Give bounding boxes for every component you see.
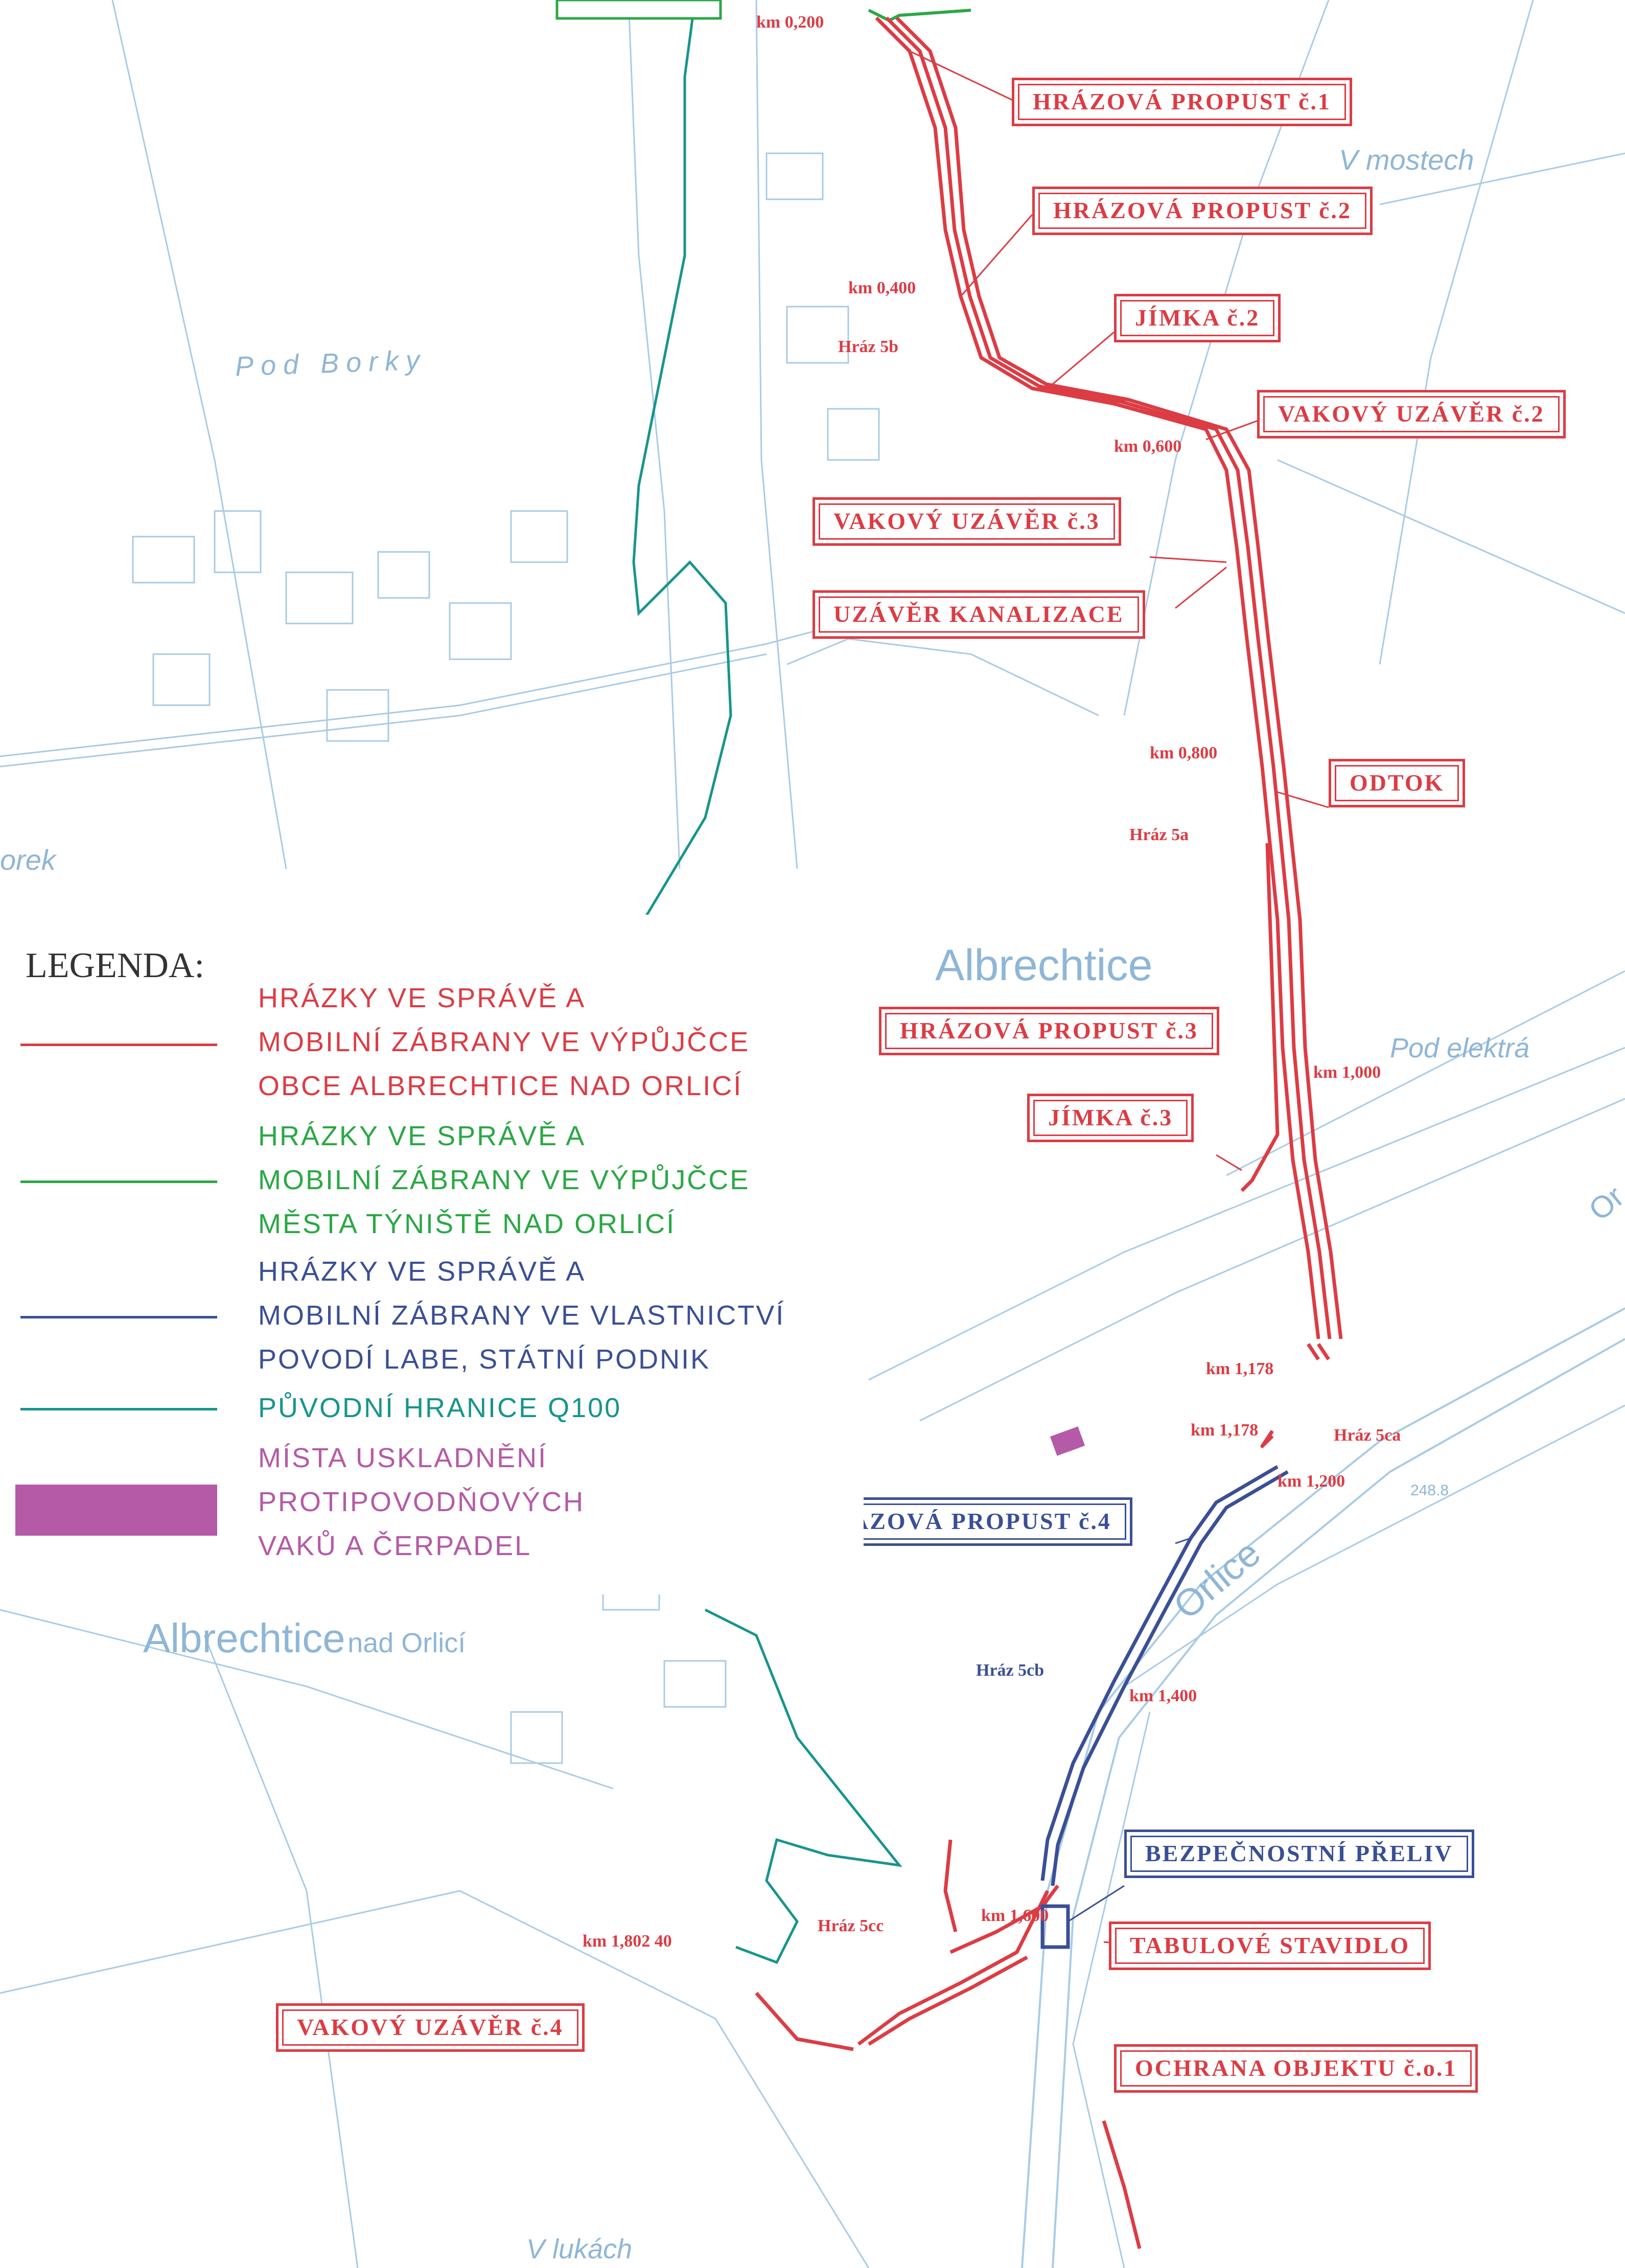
km-marker: km 1,200 — [1278, 1472, 1345, 1491]
legend-teal-text: PŮVODNÍ HRANICE Q100 — [258, 1393, 622, 1423]
km-marker: km 0,200 — [756, 13, 824, 32]
orlice-river — [1021, 1307, 1625, 2268]
place-albrechtice-center: Albrechtice — [935, 941, 1153, 990]
place-pod-borky: Pod Borky — [235, 344, 428, 382]
legend-red-text: HRÁZKY VE SPRÁVĚ A MOBILNÍ ZÁBRANY VE VÝ… — [258, 983, 750, 1101]
label-odtok: ODTOK — [1329, 759, 1466, 807]
km-marker: km 1,400 — [1129, 1686, 1197, 1705]
label-vakovy-uzaver-4: VAKOVÝ UZÁVĚR č.4 — [276, 2003, 585, 2052]
place-v-lukach: V lukách — [526, 2234, 633, 2264]
legend-red-line — [20, 1044, 217, 1046]
place-albrechtice-town: Albrechtice nad Orlicí — [143, 1615, 466, 1661]
label-tabulove-stavidlo: TABULOVÉ STAVIDLO — [1109, 1922, 1431, 1970]
legend-blue-line — [20, 1316, 217, 1318]
km-marker: km 0,400 — [848, 279, 916, 297]
dike-name: Hráz 5b — [838, 337, 899, 356]
green-dike-line — [868, 9, 971, 22]
dike-name: Hráz 5a — [1129, 825, 1189, 844]
km-marker: km 1,000 — [1313, 1063, 1381, 1082]
dike-name: Hráz 5ca — [1334, 1426, 1401, 1445]
km-marker: km 1,802 40 — [583, 1932, 672, 1951]
blue-dike-line — [1040, 1465, 1289, 1949]
km-marker: km 1,600 — [981, 1906, 1049, 1925]
label-vakovy-uzaver-2: VAKOVÝ UZÁVĚR č.2 — [1257, 390, 1566, 438]
label-uzaver-kanalizace: UZÁVĚR KANALIZACE — [813, 590, 1145, 639]
legend-green-text: HRÁZKY VE SPRÁVĚ A MOBILNÍ ZÁBRANY VE VÝ… — [258, 1121, 750, 1239]
label-jimka-3: JÍMKA č.3 — [1027, 1094, 1194, 1142]
label-ochrana-objektu: OCHRANA OBJEKTU č.o.1 — [1114, 2044, 1478, 2093]
place-v-mostech: V mostech — [1339, 144, 1474, 176]
label-hrazova-propust-1: HRÁZOVÁ PROPUST č.1 — [1012, 78, 1352, 126]
legend-purple-text: MÍSTA USKLADNĚNÍ PROTIPOVODŇOVÝCH VAKŮ A… — [258, 1443, 585, 1561]
km-marker: km 0,800 — [1150, 744, 1218, 762]
legend-title: LEGENDA: — [26, 946, 204, 985]
dike-name: Hráz 5cb — [976, 1661, 1044, 1680]
red-dike-line — [755, 16, 1343, 2249]
place-pod-elektrarnou: Pod elektrá — [1390, 1033, 1530, 1063]
label-hrazova-propust-3: HRÁZOVÁ PROPUST č.3 — [879, 1007, 1219, 1055]
q100-boundary-line — [632, 0, 902, 1964]
legend-blue-text: HRÁZKY VE SPRÁVĚ A MOBILNÍ ZÁBRANY VE VL… — [258, 1256, 785, 1375]
label-jimka-2: JÍMKA č.2 — [1114, 294, 1281, 342]
label-hrazova-propust-2: HRÁZOVÁ PROPUST č.2 — [1032, 187, 1373, 235]
elevation-point: 248.8 — [1410, 1482, 1449, 1499]
km-marker: km 1,178 — [1206, 1359, 1274, 1378]
dike-name: Hráz 5cc — [818, 1916, 884, 1935]
legend-teal-line — [20, 1408, 217, 1410]
legend: LEGENDA: HRÁZKY VE SPRÁVĚ A MOBILNÍ ZÁBR… — [0, 915, 864, 1594]
place-orek: orek — [0, 844, 56, 876]
km-marker: km 1,178 — [1191, 1421, 1259, 1440]
legend-purple-swatch — [15, 1485, 217, 1536]
legend-green-line — [20, 1181, 217, 1183]
label-leaders-blue — [1067, 1537, 1191, 1923]
km-marker: km 0,600 — [1114, 437, 1182, 456]
label-bezpecnostni-preliv: BEZPEČNOSTNÍ PŘELIV — [1124, 1830, 1474, 1878]
label-vakovy-uzaver-3: VAKOVÝ UZÁVĚR č.3 — [813, 497, 1121, 546]
green-area-marker — [555, 0, 722, 20]
storage-site-marker — [1050, 1426, 1085, 1456]
